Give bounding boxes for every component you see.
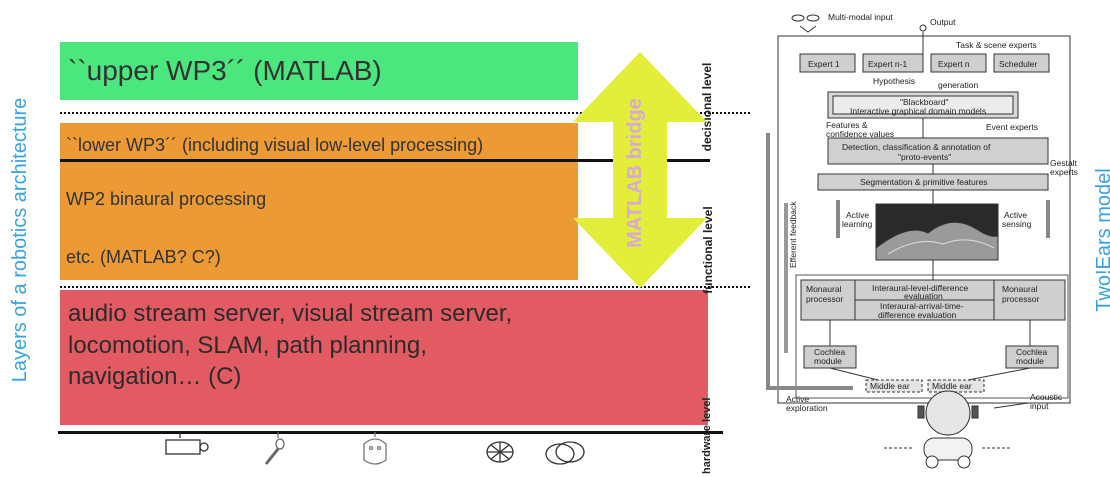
- left-title: Layers of a robotics architecture: [9, 97, 31, 383]
- fig-event-experts: Event experts: [986, 122, 1038, 132]
- fig-scheduler: Scheduler: [999, 59, 1037, 69]
- fig-proto: "proto-events": [898, 152, 951, 162]
- fig-output: Output: [930, 17, 956, 27]
- red-line-3: navigation… (C): [68, 363, 242, 391]
- fig-task-scene: Task & scene experts: [956, 40, 1037, 50]
- functional-dotted-line: [60, 286, 750, 288]
- fig-active-exploration: Active: [786, 394, 809, 404]
- fig-acoustic-2: input: [1030, 401, 1049, 411]
- fig-active-learning: Active: [846, 210, 869, 220]
- upper-wp3-label: ``upper WP3´´ (MATLAB): [68, 55, 382, 86]
- fig-active-sensing: Active: [1004, 210, 1027, 220]
- robot-head-icon: [363, 432, 387, 465]
- fig-gestalt: Gestalt: [1050, 158, 1078, 168]
- fig-hypothesis: Hypothesis: [873, 76, 915, 86]
- fig-cochlea-r-2: module: [1016, 356, 1044, 366]
- fig-generation: generation: [938, 80, 978, 90]
- lower-wp3-label: ``lower WP3´´ (including visual low-leve…: [66, 135, 484, 155]
- fig-middle-ear-l: Middle ear: [870, 381, 910, 391]
- fig-acoustic: Acoustic: [1030, 392, 1063, 402]
- fig-confidence: confidence values: [826, 129, 894, 139]
- fig-middle-ear-r: Middle ear: [932, 381, 972, 391]
- wp2-label: WP2 binaural processing: [66, 189, 267, 209]
- decisional-dotted-line: [60, 112, 750, 114]
- fig-ild-2: evaluation: [904, 291, 943, 301]
- fig-efferent: Efferent feedback: [788, 201, 798, 268]
- fig-ild: Interaural-level-difference: [872, 283, 968, 293]
- decisional-solid-line: [60, 159, 710, 162]
- hardware-red-layer: audio stream server, visual stream serve…: [60, 290, 708, 425]
- red-line-2: locomotion, SLAM, path planning,: [68, 331, 427, 359]
- hardware-icons: [165, 432, 585, 465]
- fig-cochlea-r: Cochlea: [1016, 347, 1047, 357]
- fig-monaural-r-2: processor: [1002, 294, 1039, 304]
- fig-expert-n: Expert n: [938, 59, 970, 69]
- fig-active-learning-2: learning: [842, 219, 873, 229]
- fig-features: Features &: [826, 120, 868, 130]
- wheel-icon: [486, 441, 514, 463]
- fig-itd: Interaural-arrival-time-: [880, 301, 964, 311]
- red-line-1: audio stream server, visual stream serve…: [68, 300, 513, 327]
- functional-orange-layer: ``lower WP3´´ (including visual low-leve…: [60, 123, 578, 280]
- fig-segmentation: Segmentation & primitive features: [860, 177, 988, 187]
- hardware-level-label: hardware level: [701, 397, 713, 474]
- matlab-bridge-label: MATLAB bridge: [624, 98, 646, 248]
- fig-detection: Detection, classification & annotation o…: [842, 142, 991, 152]
- fig-cochlea-l: Cochlea: [814, 347, 845, 357]
- fig-multimodal: Multi-modal input: [828, 12, 893, 22]
- fig-blackboard-sub: Interactive graphical domain models: [850, 106, 986, 116]
- fig-monaural-l-2: processor: [806, 294, 843, 304]
- camera-icon: [165, 432, 209, 455]
- disc-icon: [545, 441, 585, 465]
- fig-blackboard: "Blackboard": [900, 97, 949, 107]
- fig-gestalt-2: experts: [1050, 167, 1078, 177]
- matlab-bridge-arrow: [573, 52, 707, 288]
- fig-active-sensing-2: sensing: [1002, 219, 1032, 229]
- fig-cochlea-l-2: module: [814, 356, 842, 366]
- upper-wp3-layer: ``upper WP3´´ (MATLAB): [60, 42, 578, 100]
- microphone-icon: [264, 432, 285, 465]
- fig-monaural-l: Monaural: [806, 284, 842, 294]
- fig-monaural-r: Monaural: [1002, 284, 1038, 294]
- etc-label: etc. (MATLAB? C?): [66, 247, 221, 267]
- fig-itd-2: difference evaluation: [878, 310, 957, 320]
- fig-expert-1: Expert 1: [808, 59, 840, 69]
- two-ears-model-figure: Multi-modal input Output Task & scene ex…: [766, 12, 1078, 469]
- right-title: Two!Ears model: [1093, 168, 1110, 312]
- fig-active-exploration-2: exploration: [786, 403, 828, 413]
- hardware-solid-line: [58, 431, 723, 434]
- fig-expert-n-1: Expert n-1: [868, 59, 907, 69]
